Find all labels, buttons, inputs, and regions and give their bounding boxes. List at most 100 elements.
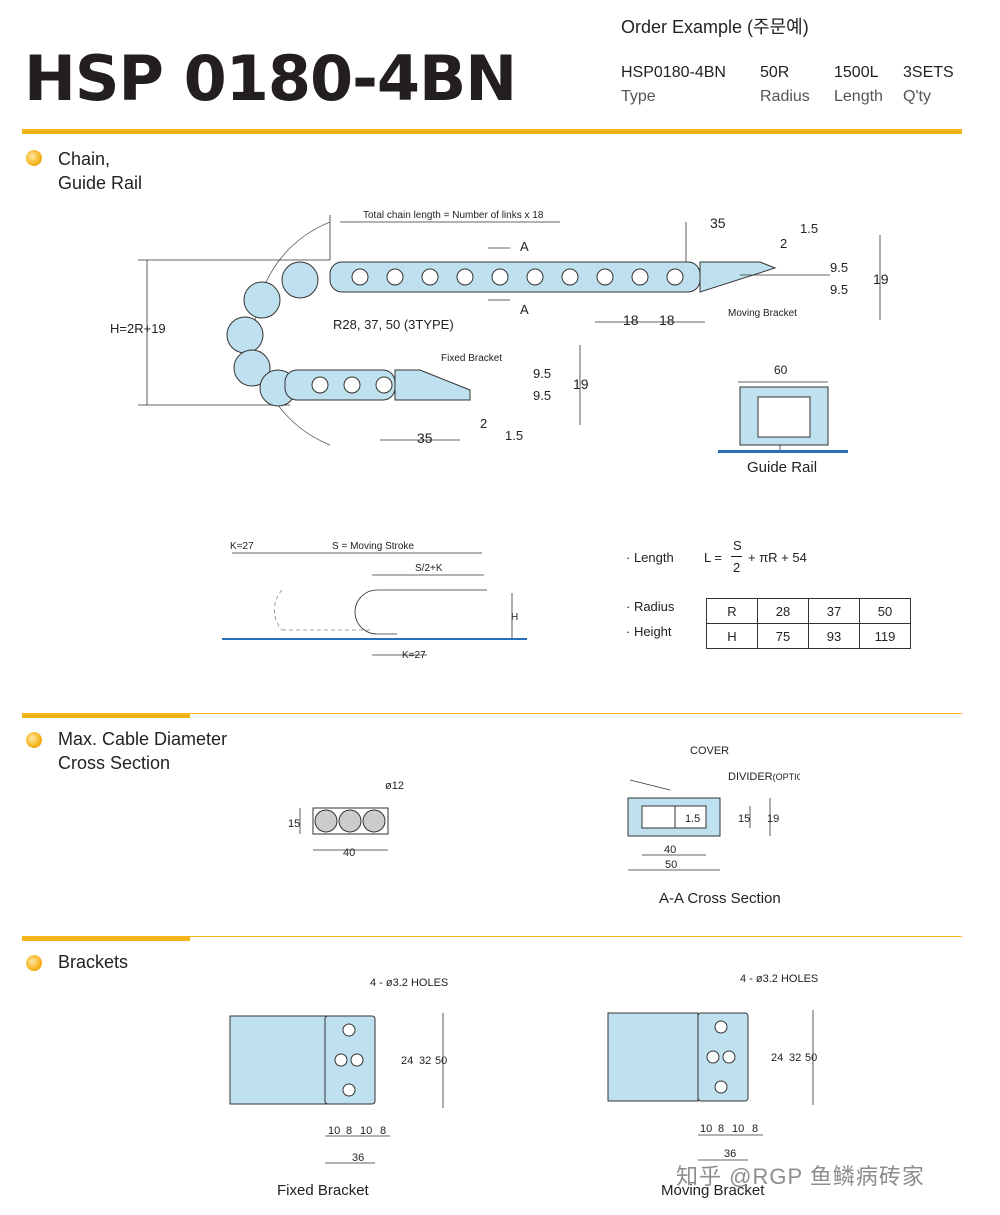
- radius-note: R28, 37, 50 (3TYPE): [333, 317, 454, 332]
- section-title-cable: Max. Cable Diameter Cross Section: [58, 727, 227, 775]
- dim-19-top: 19: [873, 271, 889, 287]
- k-bottom-label: K=27: [402, 650, 426, 661]
- order-qty-value: 3SETS: [903, 64, 954, 81]
- moving-bracket-shape: [699, 261, 777, 293]
- dim-19-cross: 19: [767, 813, 779, 825]
- section-mark-top: A: [520, 239, 529, 254]
- moving-dim-50: 50: [805, 1052, 817, 1064]
- table-head-cell: H: [706, 623, 758, 649]
- dim-35-top: 35: [710, 215, 726, 231]
- height-label: · Height: [626, 624, 672, 639]
- cross-section-caption: A-A Cross Section: [659, 890, 781, 907]
- guide-rail-caption: Guide Rail: [747, 459, 818, 476]
- dim-1-5-bottom: 1.5: [505, 428, 523, 443]
- fixed-bracket-caption: Fixed Bracket: [277, 1182, 369, 1199]
- fixed-dim-8-b: 8: [380, 1125, 386, 1137]
- section-title-brackets: Brackets: [58, 952, 129, 972]
- moving-dim-36: 36: [724, 1148, 736, 1160]
- fixed-dim-8-a: 8: [346, 1125, 352, 1137]
- order-radius-label: Radius: [760, 88, 810, 105]
- table-head-cell: R: [706, 598, 758, 624]
- dim-9-5-bottom-b: 9.5: [533, 388, 551, 403]
- length-formula-lhs: L =: [704, 550, 722, 565]
- dim-9-5-top-a: 9.5: [830, 260, 848, 275]
- radius-label: · Radius: [626, 599, 675, 614]
- section-mark-bottom: A: [520, 302, 529, 317]
- section-divider: [22, 936, 962, 937]
- k-label: K=27: [230, 541, 254, 552]
- order-qty-label: Q'ty: [903, 88, 931, 105]
- divider-text: DIVIDER: [728, 771, 773, 783]
- table-cell: 93: [808, 623, 860, 649]
- section-bullet-icon: [26, 732, 42, 748]
- total-length-note: Total chain length = Number of links x 1…: [363, 210, 544, 221]
- order-radius-value: 50R: [760, 64, 790, 81]
- dim-18-right: 18: [659, 312, 675, 328]
- cable-diameter-drawing: ø12 15 40: [288, 780, 404, 859]
- fixed-dim-32: 32: [419, 1055, 431, 1067]
- dim-1-5-cross: 1.5: [685, 813, 700, 825]
- cross-section-drawing: COVER DIVIDER(OPTION) 1.5 15 19 40 50: [627, 745, 800, 871]
- section-title-line: Max. Cable Diameter: [58, 729, 228, 749]
- dim-1-5-top: 1.5: [800, 221, 818, 236]
- chain-side-view-drawing: Total chain length = Number of links x 1…: [110, 210, 889, 450]
- moving-bracket-drawing: 4 - ø3.2 HOLES 10 8 10 8 36 24 32 50: [607, 973, 818, 1161]
- length-label: · Length: [626, 550, 674, 565]
- table-cell: 119: [859, 623, 911, 649]
- order-example-title: Order Example (주문예): [621, 17, 809, 37]
- guide-rail-width: 60: [774, 363, 788, 377]
- divider-label: DIVIDER(OPTION): [728, 771, 800, 783]
- dim-40-cross: 40: [664, 844, 676, 856]
- fixed-bracket-drawing: 4 - ø3.2 HOLES 10 8 10 8 36 24 32 50: [229, 977, 448, 1164]
- fixed-dim-10-b: 10: [360, 1125, 372, 1137]
- section-title-line: Chain,: [58, 149, 111, 169]
- moving-dim-24: 24: [771, 1052, 783, 1064]
- cable-height-label: 15: [288, 818, 300, 830]
- dim-9-5-bottom-a: 9.5: [533, 366, 551, 381]
- guide-rail-drawing: 60: [718, 363, 848, 453]
- table-cell: 37: [808, 598, 860, 624]
- formula-denominator: 2: [733, 560, 741, 575]
- fixed-dim-50: 50: [435, 1055, 447, 1067]
- order-type-value: HSP0180-4BN: [621, 64, 726, 81]
- product-code: HSP 0180-4BN: [24, 42, 517, 115]
- radius-height-table: R 28 37 50 H 75 93 119: [706, 598, 911, 649]
- fraction-bar: [731, 556, 742, 557]
- moving-dim-32: 32: [789, 1052, 801, 1064]
- moving-bracket-caption: Moving Bracket: [661, 1182, 765, 1199]
- dim-9-5-top-b: 9.5: [830, 282, 848, 297]
- dim-18-left: 18: [623, 312, 639, 328]
- section-title-chain: Chain, Guide Rail: [58, 147, 142, 195]
- moving-stroke-label: S = Moving Stroke: [332, 541, 414, 552]
- dim-15-cross: 15: [738, 813, 750, 825]
- order-length-label: Length: [834, 88, 883, 105]
- section-divider: [22, 713, 962, 714]
- height-formula-label: H=2R+19: [110, 321, 166, 336]
- dim-50-cross: 50: [665, 859, 677, 871]
- dim-35-bottom: 35: [417, 430, 433, 446]
- formula-numerator: S: [733, 538, 742, 553]
- section-title-line: Guide Rail: [58, 173, 143, 193]
- section-bullet-icon: [26, 955, 42, 971]
- moving-dim-8-b: 8: [752, 1123, 758, 1135]
- fixed-dim-36: 36: [352, 1152, 364, 1164]
- moving-holes-label: 4 - ø3.2 HOLES: [740, 973, 818, 985]
- dim-19-bottom: 19: [573, 376, 589, 392]
- table-cell: 75: [757, 623, 809, 649]
- formula-rest: + πR + 54: [748, 550, 807, 565]
- fixed-bracket-shape: [394, 369, 471, 401]
- table-row: R 28 37 50: [706, 598, 911, 624]
- section-bullet-icon: [26, 150, 42, 166]
- moving-bracket-label: Moving Bracket: [728, 308, 797, 319]
- table-row: H 75 93 119: [706, 623, 911, 649]
- cable-width-label: 40: [343, 847, 355, 859]
- watermark: 知乎 @RGP 鱼鳞病砖家: [676, 1164, 925, 1189]
- moving-dim-10-b: 10: [732, 1123, 744, 1135]
- order-length-value: 1500L: [834, 64, 879, 81]
- stroke-drawing: K=27 S = Moving Stroke S/2+K H K=27: [222, 541, 527, 661]
- table-cell: 28: [757, 598, 809, 624]
- section-divider-accent: [22, 936, 190, 941]
- divider-option-text: (OPTION): [773, 772, 800, 782]
- cover-label: COVER: [690, 745, 729, 757]
- cable-diameter-label: ø12: [385, 780, 404, 792]
